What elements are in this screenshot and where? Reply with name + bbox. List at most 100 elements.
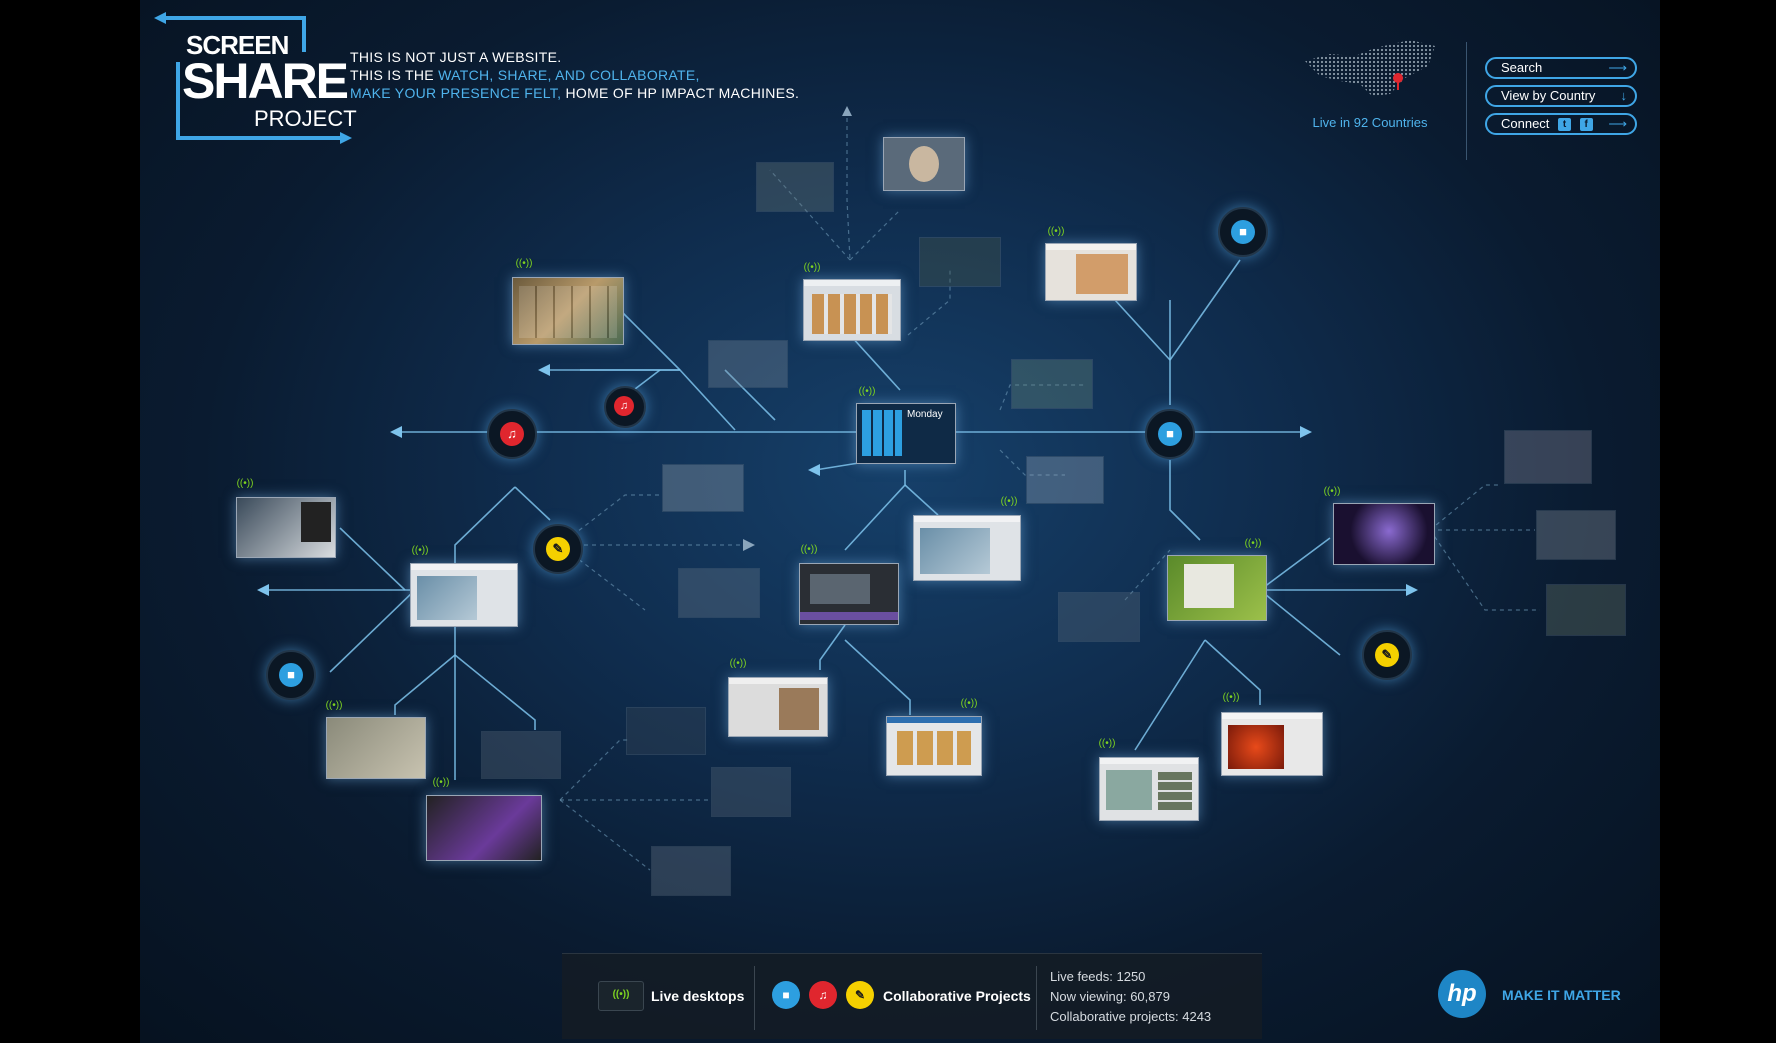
legend-divider bbox=[754, 966, 755, 1030]
stat-now-viewing: Now viewing: 60,879 bbox=[1050, 989, 1170, 1004]
tagline-line-3-highlight: MAKE YOUR PRESENCE FELT, bbox=[350, 85, 562, 101]
live-desktops-icon: ((•)) bbox=[598, 981, 644, 1011]
video-camera-icon: ■ bbox=[1158, 422, 1182, 446]
inactive-thumbnail[interactable] bbox=[1536, 510, 1616, 560]
video-hub-center-right[interactable]: ■ bbox=[1145, 409, 1195, 459]
desktop-thumbnail-music-player[interactable] bbox=[426, 795, 542, 861]
search-button[interactable]: Search ⟶ bbox=[1485, 57, 1637, 79]
inactive-thumbnail[interactable] bbox=[678, 568, 760, 618]
desktop-thumbnail-family-photo[interactable] bbox=[1045, 243, 1137, 301]
desktop-thumbnail-windows-xp[interactable] bbox=[1167, 555, 1267, 621]
inactive-thumbnail[interactable] bbox=[626, 707, 706, 755]
pencil-hub-left[interactable]: ✎ bbox=[533, 524, 583, 574]
view-by-country-label: View by Country bbox=[1501, 88, 1596, 103]
connection-lines bbox=[257, 106, 1540, 871]
live-signal-icon: ((•)) bbox=[960, 698, 978, 709]
hp-logo[interactable]: hp bbox=[1438, 970, 1486, 1018]
video-camera-icon: ■ bbox=[279, 663, 303, 687]
music-icon: ♫ bbox=[500, 422, 524, 446]
live-signal-icon: ((•)) bbox=[515, 258, 533, 269]
connect-label: Connect bbox=[1501, 116, 1550, 131]
desktop-thumbnail-video-editor[interactable] bbox=[799, 563, 899, 625]
legend-divider bbox=[1036, 966, 1037, 1030]
desktop-thumbnail-website[interactable] bbox=[886, 716, 982, 776]
stat-live-feeds: Live feeds: 1250 bbox=[1050, 969, 1146, 984]
legend-collaborative-projects: Collaborative Projects bbox=[883, 988, 1031, 1004]
twitter-icon[interactable]: t bbox=[1558, 118, 1572, 132]
tagline: THIS IS NOT JUST A WEBSITE. THIS IS THE … bbox=[350, 48, 799, 102]
desktop-thumbnail-photos[interactable] bbox=[803, 279, 901, 341]
music-hub-left[interactable]: ♫ bbox=[487, 409, 537, 459]
live-signal-icon: ((•)) bbox=[411, 545, 429, 556]
tagline-line-2-highlight: WATCH, SHARE, AND COLLABORATE, bbox=[438, 67, 700, 83]
legend-bar: ((•)) Live desktops ■ ♫ ✎ Collaborative … bbox=[562, 953, 1262, 1039]
live-countries-label[interactable]: Live in 92 Countries bbox=[1312, 115, 1428, 130]
view-by-country-button[interactable]: View by Country ↓ bbox=[1485, 85, 1637, 107]
live-signal-icon: ((•)) bbox=[1222, 692, 1240, 703]
live-signal-icon: ((•)) bbox=[800, 544, 818, 555]
pencil-hub-right[interactable]: ✎ bbox=[1362, 630, 1412, 680]
desktop-thumbnail-ipad[interactable] bbox=[236, 497, 336, 558]
live-signal-icon: ((•)) bbox=[1323, 486, 1341, 497]
tagline-line-2: THIS IS THE WATCH, SHARE, AND COLLABORAT… bbox=[350, 66, 799, 84]
tagline-line-3-suffix: HOME OF HP IMPACT MACHINES. bbox=[561, 85, 800, 101]
connect-button[interactable]: Connect t f ⟶ bbox=[1485, 113, 1637, 135]
inactive-thumbnail[interactable] bbox=[711, 767, 791, 817]
inactive-thumbnail[interactable] bbox=[1058, 592, 1140, 642]
world-map-icon[interactable] bbox=[1300, 36, 1440, 111]
pencil-icon: ✎ bbox=[546, 537, 570, 561]
inactive-thumbnail[interactable] bbox=[651, 846, 731, 896]
header-divider bbox=[1466, 42, 1467, 160]
tagline-line-1: THIS IS NOT JUST A WEBSITE. bbox=[350, 49, 562, 65]
music-hub-small[interactable]: ♫ bbox=[604, 386, 646, 428]
inactive-thumbnail[interactable] bbox=[708, 340, 788, 388]
desktop-thumbnail-windows-metro[interactable]: Monday bbox=[856, 403, 956, 464]
pencil-icon: ✎ bbox=[1375, 643, 1399, 667]
desktop-thumbnail-surfing-2[interactable] bbox=[913, 515, 1021, 581]
desktop-thumbnail-portrait-editor[interactable] bbox=[728, 677, 828, 737]
desktop-thumbnail-webcam[interactable] bbox=[883, 137, 965, 191]
inactive-thumbnail[interactable] bbox=[919, 237, 1001, 287]
desktop-thumbnail-flower[interactable] bbox=[1221, 712, 1323, 776]
live-signal-icon: ((•)) bbox=[1047, 226, 1065, 237]
inactive-thumbnail[interactable] bbox=[1504, 430, 1592, 484]
live-signal-icon: ((•)) bbox=[803, 262, 821, 273]
music-icon: ♫ bbox=[614, 396, 634, 416]
desktop-thumbnail-space[interactable] bbox=[1333, 503, 1435, 565]
live-signal-icon: ((•)) bbox=[432, 777, 450, 788]
video-hub-left[interactable]: ■ bbox=[266, 650, 316, 700]
inactive-thumbnail[interactable] bbox=[756, 162, 834, 212]
tagline-line-2-prefix: THIS IS THE bbox=[350, 67, 439, 83]
live-signal-icon: ((•)) bbox=[236, 478, 254, 489]
music-icon: ♫ bbox=[809, 981, 837, 1009]
stat-collaborative-projects: Collaborative projects: 4243 bbox=[1050, 1009, 1212, 1024]
desktop-thumbnail-video-chat[interactable] bbox=[512, 277, 624, 345]
live-signal-icon: ((•)) bbox=[1244, 538, 1262, 549]
feed-window-label: Monday bbox=[907, 409, 943, 420]
inactive-thumbnail[interactable] bbox=[1011, 359, 1093, 409]
facebook-icon[interactable]: f bbox=[1579, 118, 1593, 132]
video-camera-icon: ■ bbox=[772, 981, 800, 1009]
live-signal-icon: ((•)) bbox=[1098, 738, 1116, 749]
live-signal-icon: ((•)) bbox=[1000, 496, 1018, 507]
logo-bracket bbox=[154, 12, 352, 144]
video-hub-top-right[interactable]: ■ bbox=[1218, 207, 1268, 257]
video-camera-icon: ■ bbox=[1231, 220, 1255, 244]
inactive-thumbnail[interactable] bbox=[1026, 456, 1104, 504]
logo-line-screen: SCREEN bbox=[186, 30, 289, 60]
network-canvas: SCREEN SHARE PROJECT THIS IS NOT JUST A … bbox=[140, 0, 1660, 1043]
inactive-thumbnail[interactable] bbox=[662, 464, 744, 512]
arrow-down-icon: ↓ bbox=[1620, 88, 1628, 103]
logo-line-project: PROJECT bbox=[254, 106, 357, 131]
desktop-thumbnail-photo-gallery[interactable] bbox=[1099, 757, 1199, 821]
screen-share-logo[interactable]: SCREEN SHARE PROJECT bbox=[154, 12, 364, 144]
search-label: Search bbox=[1501, 60, 1543, 75]
inactive-thumbnail[interactable] bbox=[481, 731, 561, 779]
desktop-thumbnail-map[interactable] bbox=[326, 717, 426, 779]
desktop-thumbnail-surfing[interactable] bbox=[410, 563, 518, 627]
logo-line-share: SHARE bbox=[182, 53, 349, 109]
pencil-icon: ✎ bbox=[846, 981, 874, 1009]
tagline-line-3: MAKE YOUR PRESENCE FELT, HOME OF HP IMPA… bbox=[350, 84, 799, 102]
inactive-thumbnail[interactable] bbox=[1546, 584, 1626, 636]
arrow-right-icon: ⟶ bbox=[1608, 60, 1627, 75]
